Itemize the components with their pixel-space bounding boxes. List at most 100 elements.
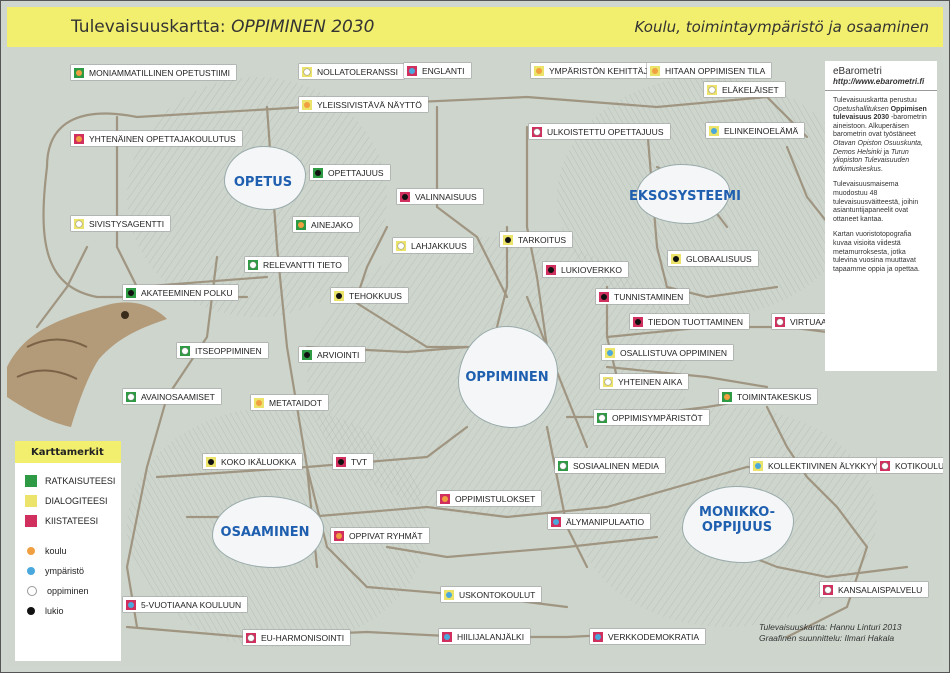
lukio-dot-icon [635,318,641,325]
kiista-square-icon [74,133,84,144]
dialogi-square-icon [302,66,312,77]
ymparisto-dot-icon [711,127,717,134]
map-node-kiista: HIILIJALANJÄLKI [439,629,531,644]
page-title: Tulevaisuuskartta: OPPIMINEN 2030 [71,17,375,37]
legend-square-red [25,515,37,527]
map-node-dialogi: YHTEINEN AIKA [600,374,689,389]
map-node-kiista: VERKKODEMOKRATIA [590,629,705,644]
lukio-dot-icon [304,351,310,358]
kiista-square-icon [246,632,256,643]
map-node-dialogi: USKONTOKOULUT [441,587,542,602]
map-node-ratkaisu: AINEJAKO [293,217,360,232]
oppiminen-dot-icon [248,634,254,641]
lukio-dot-icon [336,292,342,299]
kiista-square-icon [551,516,561,527]
ymparisto-dot-icon [444,633,450,640]
dialogi-square-icon [534,65,544,76]
dialogi-square-icon [671,253,681,264]
map-node-dialogi: GLOBAALISUUS [668,251,758,266]
credits-design: Graafinen suunnittelu: Ilmari Hakala [759,633,895,643]
lukio-dot-icon [402,193,408,200]
dialogi-square-icon [74,218,84,229]
dialogi-square-icon [605,347,615,358]
oppiminen-dot-icon [304,68,310,75]
owl-illustration [7,302,167,427]
ratkaisu-square-icon [558,460,568,471]
dialogi-square-icon [396,240,406,251]
lukio-dot-icon [601,293,607,300]
oppiminen-dot-icon [250,261,256,268]
lukio-dot-icon [548,266,554,273]
lukio-dot-icon [208,458,214,465]
map-node-kiista: KANSALAISPALVELU [820,582,929,597]
map-node-dialogi: METATAIDOT [251,395,328,410]
koulu-dot-icon [724,393,730,400]
dialogi-square-icon [707,84,717,95]
legend-dot-white [27,586,37,596]
map-node-dialogi: ELÄKELÄISET [704,82,785,97]
koulu-dot-icon [304,101,310,108]
map-node-dialogi: YLEISSIVISTÄVÄ NÄYTTÖ [299,97,428,112]
oppiminen-dot-icon [128,393,134,400]
info-paragraph: Tulevaisuusmaisema muodostuu 48 tulevais… [833,181,919,223]
oppiminen-dot-icon [398,242,404,249]
ymparisto-dot-icon [409,67,415,74]
ratkaisu-square-icon [722,391,732,402]
kiista-square-icon [823,584,833,595]
info-url[interactable]: http://www.ebarometri.fi [833,77,925,86]
map-node-ratkaisu: ITSEOPPIMINEN [177,343,268,358]
dialogi-square-icon [302,99,312,110]
map-node-kiista: ÄLYMANIPULAATIO [548,514,651,529]
dialogi-square-icon [206,456,216,467]
dialogi-square-icon [753,460,763,471]
kiista-square-icon [599,291,609,302]
hub-cloud-eksosysteemi [637,165,729,223]
legend-item-ratkaisu: RATKAISUTEESI [15,471,121,491]
kiista-square-icon [442,631,452,642]
koulu-dot-icon [76,135,82,142]
hub-label-monikko: MONIKKO- OPPIJUUS [699,505,775,535]
map-node-dialogi: KOLLEKTIIVINEN ÄLYKKYYS [750,458,890,473]
kiista-square-icon [336,456,346,467]
hub-cloud-monikko [683,487,793,562]
map-node-dialogi: TARKOITUS [500,232,573,247]
legend-item-lukio: lukio [15,601,121,621]
map-node-kiista: LUKIOVERKKO [543,262,628,277]
hub-cloud-oppiminen [459,327,557,427]
koulu-dot-icon [652,67,658,74]
dialogi-square-icon [254,397,264,408]
ratkaisu-square-icon [126,391,136,402]
ratkaisu-square-icon [248,259,258,270]
ymparisto-dot-icon [595,633,601,640]
koulu-dot-icon [298,221,304,228]
map-node-ratkaisu: ARVIOINTI [299,347,366,362]
info-paragraph: Tulevaisuuskartta perustuu Opetushallitu… [833,97,927,173]
hub-label-osaaminen: OSAAMINEN [220,525,310,540]
map-node-kiista: KOTIKOULU [877,458,943,473]
oppiminen-dot-icon [182,347,188,354]
kiista-square-icon [593,631,603,642]
oppiminen-dot-icon [599,414,605,421]
kiista-square-icon [407,65,417,76]
map-node-ratkaisu: OPPIMISYMPÄRISTÖT [594,410,709,425]
oppiminen-dot-icon [882,462,888,469]
map-node-kiista: TUNNISTAMINEN [596,289,690,304]
ymparisto-dot-icon [553,518,559,525]
map-node-ratkaisu: SOSIAALINEN MEDIA [555,458,665,473]
map-node-dialogi: LAHJAKKUUS [393,238,473,253]
dialogi-square-icon [503,234,513,245]
map-node-ratkaisu: AVAINOSAAMISET [123,389,221,404]
koulu-dot-icon [76,69,82,76]
legend-item-dialogi: DIALOGITEESI [15,491,121,511]
legend: Karttamerkit RATKAISUTEESI DIALOGITEESI … [15,441,121,661]
map-node-dialogi: OSALLISTUVA OPPIMINEN [602,345,734,360]
map-node-kiista: TIEDON TUOTTAMINEN [630,314,750,329]
map-node-kiista: VALINNAISUUS [397,189,483,204]
map-node-ratkaisu: OPETTAJUUS [310,165,390,180]
map-node-kiista: 5-VUOTIAANA KOULUUN [123,597,248,612]
ratkaisu-square-icon [597,412,607,423]
ymparisto-dot-icon [446,591,452,598]
ratkaisu-square-icon [74,67,84,78]
hub-cloud-opetus [225,147,305,209]
kiista-square-icon [775,316,785,327]
